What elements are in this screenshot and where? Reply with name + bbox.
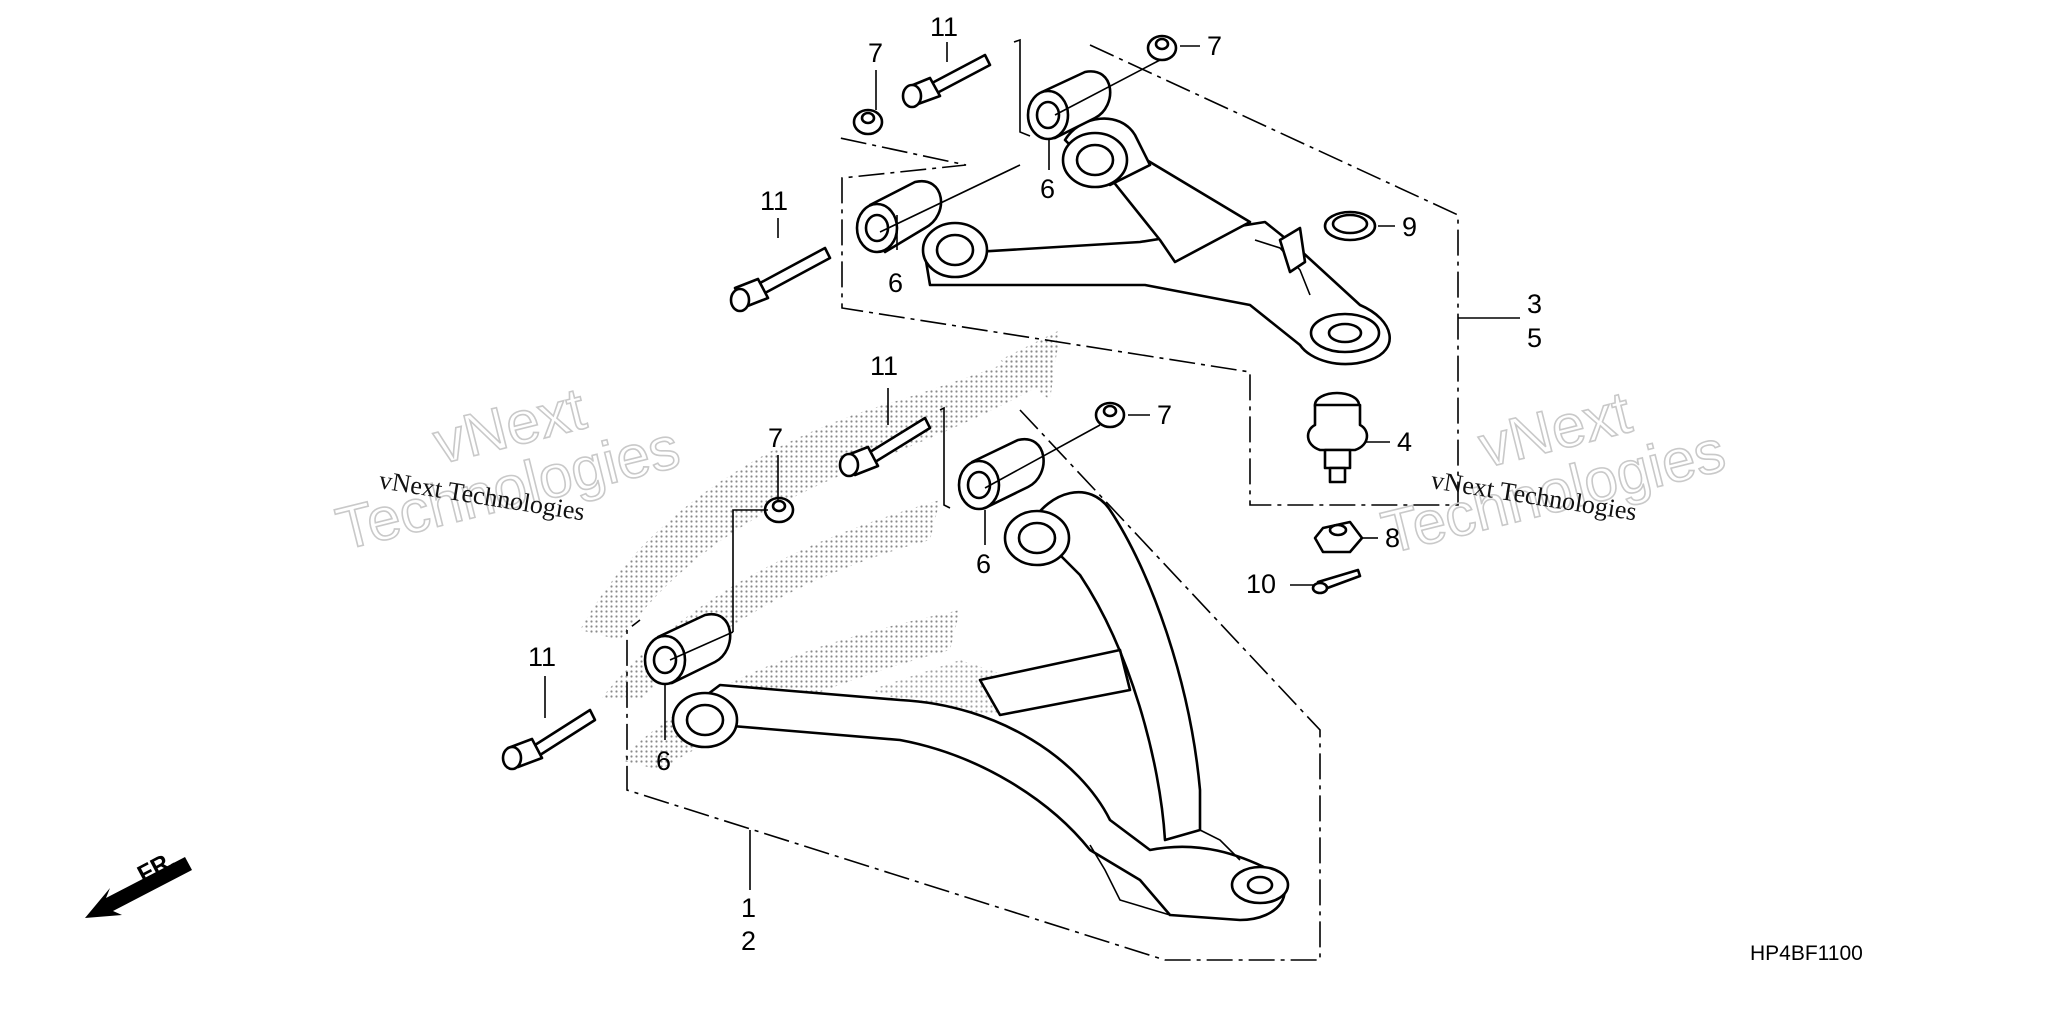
lower-bolt-top	[838, 416, 932, 478]
upper-bolt-top	[901, 53, 992, 109]
callout-6: 6	[656, 746, 671, 776]
callout-6: 6	[1040, 174, 1055, 204]
part-callouts: 7 11 7 6 11 9 6 3 5 11 7 7 4 6 8 10 11 6…	[528, 12, 1542, 956]
callout-1: 1	[741, 893, 756, 923]
callout-7: 7	[768, 423, 783, 453]
callout-5: 5	[1527, 323, 1542, 353]
callout-10: 10	[1246, 569, 1276, 599]
upper-bolt-left	[729, 246, 832, 313]
callout-6: 6	[976, 549, 991, 579]
lower-bolt-left	[501, 708, 597, 771]
callout-9: 9	[1402, 212, 1417, 242]
leader-lines	[544, 42, 1520, 890]
callout-4: 4	[1397, 427, 1412, 457]
lower-bushing-right	[957, 437, 1045, 511]
watermark-right: vNext Technologies	[1375, 377, 1733, 567]
callout-11: 11	[870, 351, 898, 381]
callout-2: 2	[741, 926, 756, 956]
upper-nut-right	[1146, 34, 1178, 62]
watermark-left: vNext Technologies	[329, 374, 687, 564]
upper-arm-group-outline	[839, 44, 1459, 506]
lower-bushing-left	[643, 612, 732, 686]
callout-6: 6	[888, 268, 903, 298]
callout-7: 7	[1207, 31, 1222, 61]
upper-nut-bracket	[1013, 38, 1031, 137]
callout-11: 11	[760, 186, 788, 216]
front-direction-arrow: FR.	[85, 846, 192, 918]
lower-nut-bracket	[939, 406, 951, 509]
callout-8: 8	[1385, 523, 1400, 553]
lower-nut-right	[1094, 401, 1126, 429]
callout-7: 7	[868, 38, 883, 68]
lower-arm-group-outline	[626, 409, 1321, 961]
callout-7: 7	[1157, 400, 1172, 430]
diagram-code: HP4BF1100	[1750, 942, 1863, 965]
lower-nut-left	[763, 496, 795, 524]
circlip	[1323, 210, 1377, 242]
lower-control-arm	[671, 491, 1290, 922]
upper-control-arm	[921, 117, 1391, 366]
cotter-pin	[1311, 568, 1362, 595]
ball-joint	[1306, 391, 1369, 484]
upper-nut-left	[852, 108, 884, 136]
callout-11: 11	[930, 12, 958, 42]
callout-3: 3	[1527, 289, 1542, 319]
castle-nut	[1313, 520, 1364, 554]
callout-11: 11	[528, 642, 556, 672]
